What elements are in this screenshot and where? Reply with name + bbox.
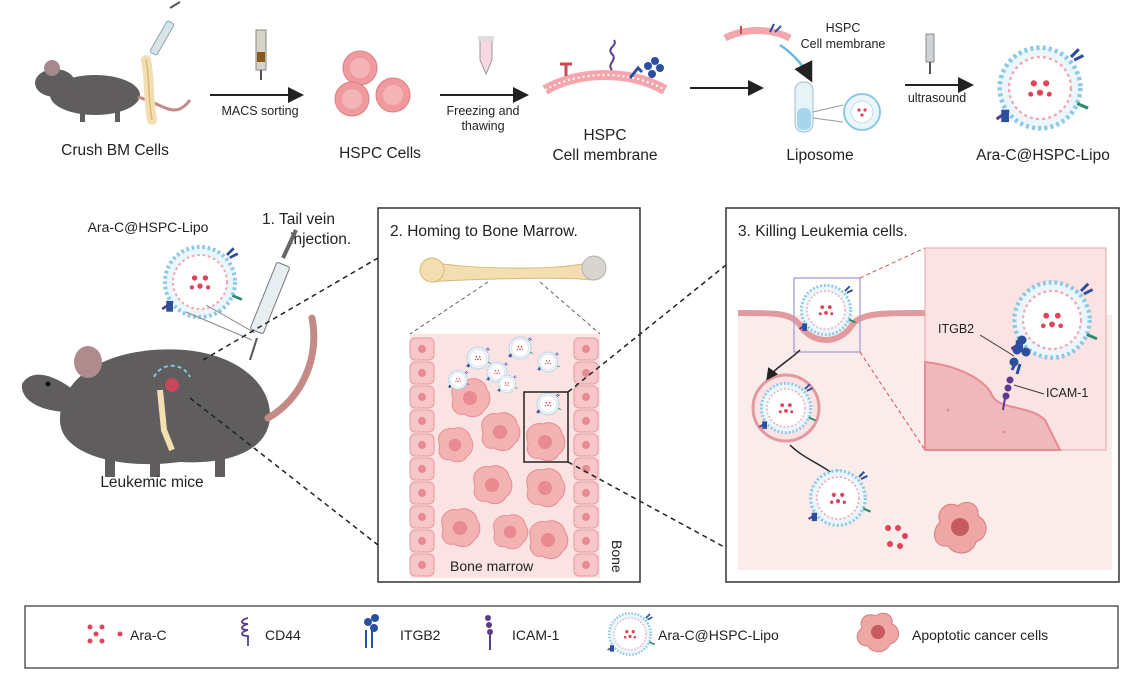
- zoom-line-to-panel3-lower: [567, 461, 727, 549]
- legend-apoptotic: Apoptotic cancer cells: [912, 627, 1048, 643]
- hspc-cells-label: HSPC Cells: [339, 145, 421, 162]
- liposome-vial-illustration: [794, 81, 881, 133]
- bone-lining-nucleus: [418, 369, 426, 377]
- liposome-label: Liposome: [786, 147, 853, 164]
- legend-box: [24, 605, 1119, 669]
- injected-drug-label: Ara-C@HSPC-Lipo: [88, 219, 209, 235]
- hspc-cells-illustration: [334, 50, 411, 117]
- internalization-arrow: [766, 349, 801, 381]
- bone-lining-nucleus: [418, 489, 426, 497]
- bone-lining-nucleus: [582, 441, 590, 449]
- sonicator-illustration: [925, 33, 935, 74]
- icam1-icon: [485, 615, 493, 650]
- zoom-line-upper: [202, 257, 379, 361]
- eppendorf-illustration: [478, 36, 494, 76]
- bone-lining-nucleus: [582, 369, 590, 377]
- femur-zoom-left: [409, 281, 489, 335]
- bone-lining-nucleus: [418, 417, 426, 425]
- pointer-line-2: [185, 311, 253, 341]
- injected-liposome-illustration: [162, 247, 242, 317]
- bone-lining-nucleus: [418, 393, 426, 401]
- bone-lining-nucleus: [582, 393, 590, 401]
- legend-ara-c: Ara-C: [130, 627, 167, 643]
- cd44-icon: [241, 617, 249, 646]
- membrane-fragment-illustration: [723, 23, 813, 83]
- bone-lining-nucleus: [582, 489, 590, 497]
- femur-illustration: [419, 255, 607, 283]
- membrane-add-label-2: Cell membrane: [801, 37, 886, 51]
- bone-lining-nucleus: [582, 537, 590, 545]
- membrane-add-label-1: HSPC: [826, 21, 861, 35]
- bone-lining-nucleus: [418, 465, 426, 473]
- itgb2-pointer: [979, 334, 1015, 357]
- homing-panel-title: 2. Homing to Bone Marrow.: [390, 223, 578, 240]
- bone-lining-nucleus: [582, 417, 590, 425]
- tube-illustration: [255, 29, 267, 80]
- bone-syringe-illustration: [141, 1, 181, 125]
- donor-mouse-illustration: [35, 60, 192, 122]
- bone-marrow-label: Bone marrow: [450, 558, 534, 574]
- femur-zoom-right: [539, 281, 601, 335]
- macs-label: MACS sorting: [221, 104, 298, 118]
- zoom-line-lower: [189, 397, 379, 546]
- inset-line-lower: [859, 351, 926, 451]
- bone-lining-nucleus: [418, 561, 426, 569]
- drug-dots-icon: [87, 624, 123, 644]
- leukemia-cell-surface: [924, 360, 1062, 451]
- icam1-label: ICAM-1: [1046, 386, 1088, 400]
- legend-liposome: Ara-C@HSPC-Lipo: [658, 627, 779, 643]
- bone-lining-nucleus: [582, 513, 590, 521]
- inset-box: [793, 277, 861, 353]
- hspc-membrane-label-1: HSPC: [583, 127, 626, 144]
- leukemic-mouse-label: Leukemic mice: [100, 474, 203, 491]
- ultrasound-label: ultrasound: [908, 91, 966, 105]
- endothelium: [737, 310, 926, 343]
- bone-lining-nucleus: [418, 345, 426, 353]
- bone-lining-left: [409, 337, 435, 577]
- legend-cd44: CD44: [265, 627, 301, 643]
- final-product-label: Ara-C@HSPC-Lipo: [976, 147, 1110, 164]
- endosome: [751, 373, 821, 443]
- bone-lining-nucleus: [582, 345, 590, 353]
- legend-itgb2: ITGB2: [400, 627, 441, 643]
- injection-step-label-2: injection.: [290, 231, 351, 248]
- freeze-label-1: Freezing and: [447, 104, 520, 118]
- itgb2-icam1-binding: [1002, 335, 1031, 411]
- apoptotic-cell: [933, 501, 987, 554]
- bone-lining-nucleus: [418, 513, 426, 521]
- itgb2-label: ITGB2: [938, 322, 974, 336]
- killing-panel-title: 3. Killing Leukemia cells.: [738, 223, 908, 240]
- final-liposome-illustration: [997, 48, 1088, 129]
- zoom-box: [523, 391, 569, 463]
- hspc-membrane-illustration: [542, 39, 668, 95]
- bone-lining-nucleus: [418, 537, 426, 545]
- apoptotic-cell-icon: [856, 612, 899, 653]
- bone-lining-nucleus: [418, 441, 426, 449]
- itgb2-icon: [364, 614, 379, 648]
- hspc-membrane-label-2: Cell membrane: [552, 147, 657, 164]
- pointer-line-1: [205, 304, 256, 334]
- icam1-pointer: [1013, 384, 1045, 395]
- syringe-illustration: [249, 229, 298, 361]
- bone-lining-nucleus: [582, 561, 590, 569]
- crush-bm-label: Crush BM Cells: [61, 142, 169, 159]
- legend-icam1: ICAM-1: [512, 627, 560, 643]
- zoom-line-to-panel3-upper: [567, 264, 727, 393]
- bone-label: Bone: [609, 540, 625, 573]
- freeze-label-2: thawing: [461, 119, 504, 133]
- injection-step-label-1: 1. Tail vein: [262, 211, 335, 228]
- leukemic-mouse-illustration: [21, 314, 318, 477]
- released-ara-c: [885, 525, 908, 549]
- inset-line-upper: [859, 247, 926, 279]
